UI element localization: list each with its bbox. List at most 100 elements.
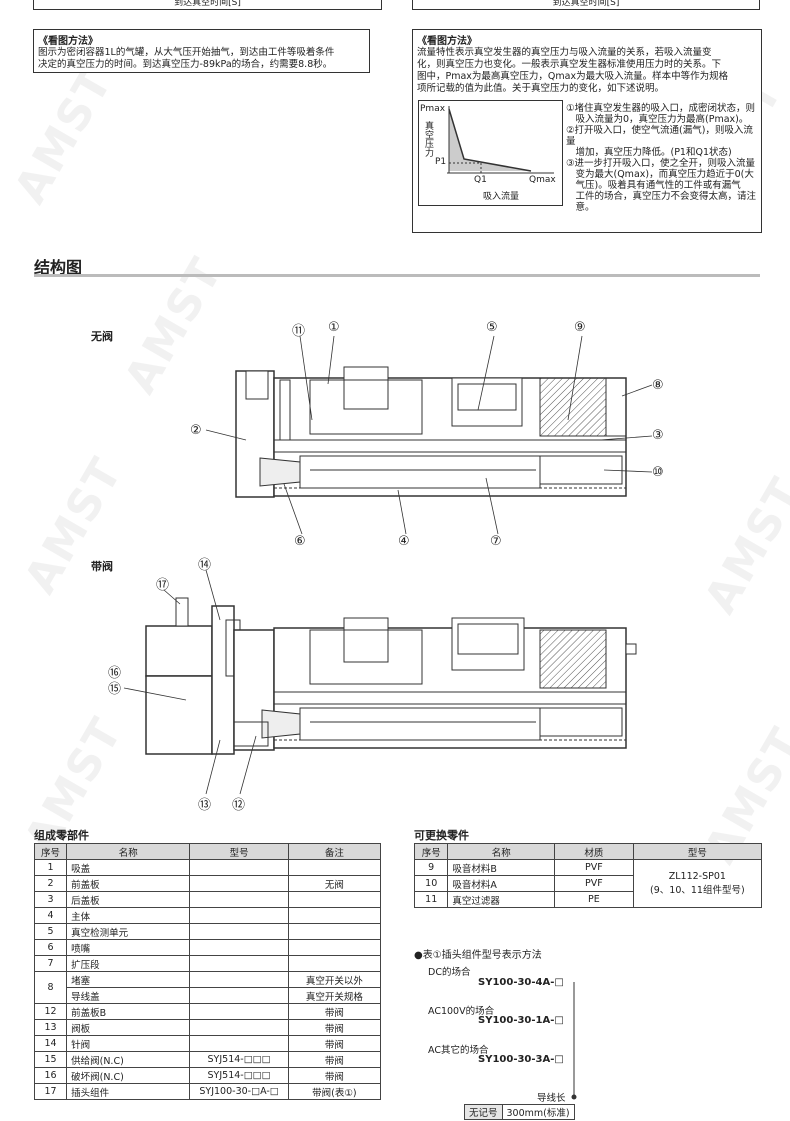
callout-13: ⑬: [198, 798, 212, 813]
cell: 吸音材料B: [447, 859, 556, 876]
callout-9: ⑨: [574, 320, 586, 335]
note-line: 项所记载的值为此值。关于真空压力的变化，如下述说明。: [417, 83, 665, 94]
p1-label: P1: [435, 157, 447, 167]
cell: 300mm(标准): [501, 1104, 575, 1120]
column-header: 备注: [287, 843, 382, 860]
callout-17: ⑰: [156, 578, 170, 593]
explanation-line: ③进一步打开吸入口，使之全开，则吸入流量: [566, 158, 756, 169]
cell: 真空过滤器: [447, 891, 556, 908]
plug-table-title: ●表①插头组件型号表示方法: [414, 950, 542, 961]
section-divider: [34, 274, 760, 277]
callout-11: ⑪: [292, 324, 306, 339]
column-header: 型号: [632, 843, 763, 860]
note-line: 决定的真空压力的时间。到达真空压力-89kPa的场合，约需要8.8秒。: [38, 59, 333, 70]
explanation-line: ①堵住真空发生器的吸入口，成密闭状态，则: [566, 103, 756, 114]
callout-16: ⑯: [108, 666, 122, 681]
ac100-label: AC100V的场合: [428, 1006, 495, 1017]
model-value: ZL112-SP01: [668, 871, 726, 882]
structure-diagram-with-valve: [145, 597, 637, 755]
q1-label: Q1: [474, 175, 487, 185]
cell: PE: [554, 891, 634, 908]
column-header: 型号: [189, 843, 289, 860]
column-header: 名称: [447, 843, 556, 860]
table-row: 无记号 300mm(标准): [464, 1104, 575, 1120]
cell: 17: [33, 1083, 68, 1100]
callout-3: ③: [652, 428, 664, 443]
model-cell: ZL112-SP01 (9、10、11组件型号): [632, 859, 763, 908]
cell: 8: [33, 971, 68, 1004]
table-header-row: 序号 名称 型号 备注: [33, 843, 382, 860]
section-title: 结构图: [34, 258, 83, 277]
qmax-label: Qmax: [529, 175, 556, 185]
parts-table-title: 组成零部件: [34, 829, 89, 842]
lead-label: 导线长: [537, 1093, 566, 1104]
callout-8: ⑧: [652, 378, 664, 393]
note-line: 流量特性表示真空发生器的真空压力与吸入流量的关系，若吸入流量变: [417, 47, 712, 58]
graph-explanation: ①堵住真空发生器的吸入口，成密闭状态，则 吸入流量为0，真空压力为最高(Pmax…: [566, 103, 756, 213]
no-valve-label: 无阀: [91, 330, 113, 343]
column-header: 序号: [33, 843, 68, 860]
flow-graph-svg: [447, 106, 554, 174]
callout-15: ⑮: [108, 682, 122, 697]
explanation-line: 工件的场合，真空压力不会变得太高，请注: [566, 191, 757, 202]
replaceable-table-title: 可更换零件: [414, 829, 469, 842]
table-row: 9 吸音材料B PVF ZL112-SP01 (9、10、11组件型号): [413, 859, 763, 908]
table-row: 10 吸音材料A PVF: [413, 875, 762, 892]
explanation-line: 气压)。吸着具有通气性的工件或有漏气: [566, 180, 741, 191]
with-valve-label: 带阀: [91, 560, 113, 573]
callout-12: ⑫: [232, 798, 246, 813]
flow-characteristic-graph: Pmax P1 Q1 Qmax 真空压力 吸入流量: [418, 100, 563, 206]
callout-1: ①: [328, 320, 340, 335]
cell: 11: [413, 891, 449, 908]
pmax-label: Pmax: [420, 104, 446, 114]
callout-2: ②: [190, 423, 202, 438]
cell: SYJ100-30-□A-□: [189, 1083, 289, 1100]
callout-4: ④: [398, 534, 410, 549]
cell: 无记号: [464, 1104, 503, 1120]
note-title: 《看图方法》: [38, 36, 98, 47]
callout-14: ⑭: [198, 558, 212, 573]
table-row: 11 真空过滤器 PE: [413, 891, 762, 908]
graph-box-left: 到达真空时间[S]: [33, 0, 382, 10]
model-note: (9、10、11组件型号): [650, 885, 745, 896]
replaceable-table: 序号 名称 材质 型号 9 吸音材料B PVF ZL112-SP01 (9、10…: [413, 843, 763, 908]
graph-box-right: 到达真空时间[S]: [412, 0, 760, 10]
cell: 14: [33, 1035, 68, 1052]
table-header-row: 序号 名称 材质 型号: [413, 843, 763, 860]
column-header: 材质: [554, 843, 634, 860]
left-note-box: 《看图方法》 图示为密闭容器1L的气罐，从大气压开始抽气，到达由工件等吸着条件 …: [33, 29, 370, 73]
callout-10: ⑩: [652, 465, 664, 480]
dc-label: DC的场合: [428, 967, 471, 978]
explanation-line: 变为最大(Qmax)，而真空压力趋近于0(大: [566, 169, 754, 180]
explanation-line: 意。: [566, 202, 595, 213]
ac-other-label: AC其它的场合: [428, 1045, 489, 1056]
x-axis-label: 到达真空时间[S]: [552, 0, 620, 8]
cell: 带阀(表①): [287, 1083, 382, 1100]
ac-other-model: SY100-30-3A-□: [478, 1054, 564, 1065]
callout-5: ⑤: [486, 320, 498, 335]
y-axis-label: 真空压力: [423, 121, 433, 157]
explanation-line: ②打开吸入口，使空气流通(漏气)，则吸入流量: [566, 125, 753, 147]
callout-7: ⑦: [490, 534, 502, 549]
note-line: 图示为密闭容器1L的气罐，从大气压开始抽气，到达由工件等吸着条件: [38, 47, 335, 58]
note-line: 图中，Pmax为最高真空压力，Qmax为最大吸入流量。样本中等作为规格: [417, 71, 729, 82]
leader-lines: [123, 335, 653, 795]
dc-model: SY100-30-4A-□: [478, 977, 564, 988]
explanation-line: 增加，真空压力降低。(P1和Q1状态): [566, 147, 732, 158]
note-title: 《看图方法》: [417, 36, 477, 47]
explanation-line: 吸入流量为0，真空压力为最高(Pmax)。: [566, 114, 749, 125]
callout-6: ⑥: [294, 534, 306, 549]
lead-length-table: 无记号 300mm(标准): [464, 1104, 575, 1120]
structure-diagram-no-valve: [235, 366, 627, 498]
note-line: 化，则真空压力也变化。一般表示真空发生器标准使用压力时的关系。下: [417, 59, 722, 70]
column-header: 序号: [413, 843, 449, 860]
